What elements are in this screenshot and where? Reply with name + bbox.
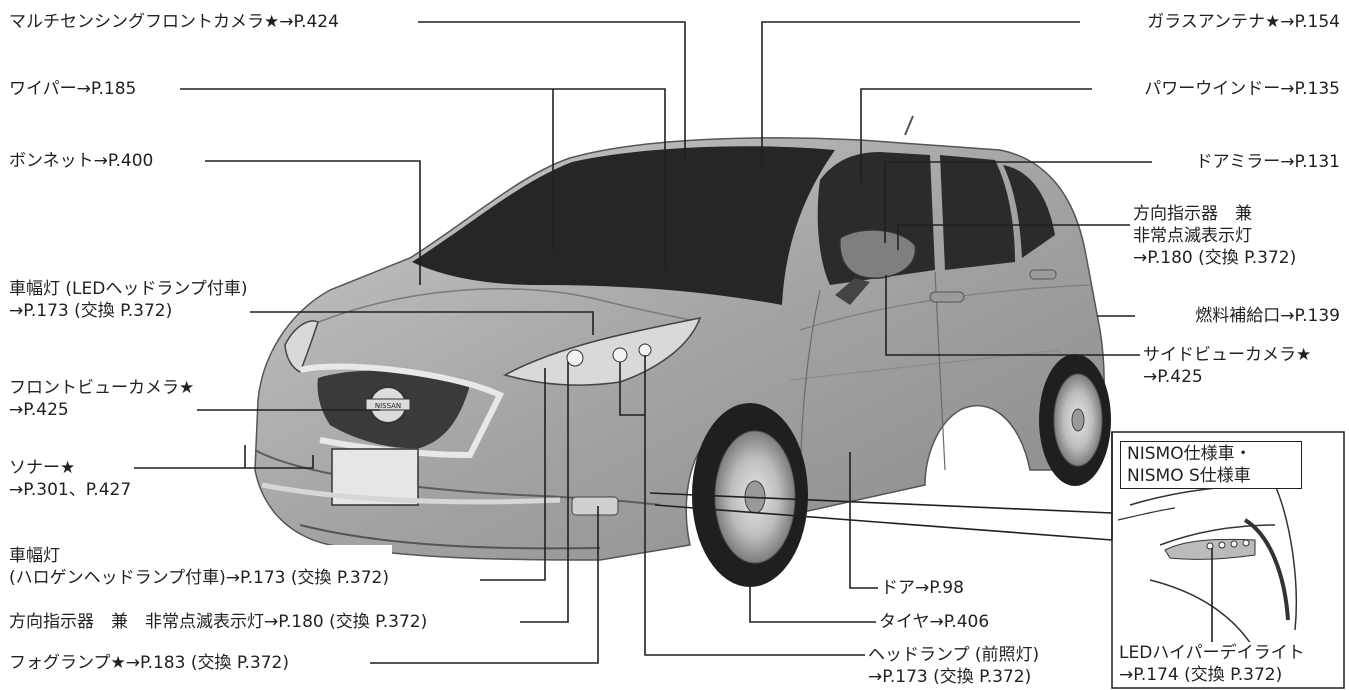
label-width-lamp-halogen: 車幅灯 (ハロゲンヘッドランプ付車)→P.173 (交換 P.372) [6,545,392,589]
label-led-daylight-line1: LEDハイパーデイライト [1119,643,1305,663]
label-turn-signal-mirror-line1: 方向指示器 兼 [1133,204,1252,224]
label-width-lamp-led: 車幅灯 (LEDヘッドランプ付車) →P.173 (交換 P.372) [6,278,251,322]
label-width-lamp-led-line1: 車幅灯 (LEDヘッドランプ付車) [9,279,248,299]
label-front-view-camera-line1: フロントビューカメラ★ [9,378,195,398]
label-fog-lamp: フォグランプ★→P.183 (交換 P.372) [6,652,292,674]
label-door-mirror: ドアミラー→P.131 [1192,151,1343,173]
label-width-lamp-halogen-line2: (ハロゲンヘッドランプ付車)→P.173 (交換 P.372) [9,568,389,588]
nismo-inset-title: NISMO仕様車・ NISMO S仕様車 [1120,441,1302,489]
label-width-lamp-led-line2: →P.173 (交換 P.372) [9,301,173,321]
label-turn-signal-mirror: 方向指示器 兼 非常点滅表示灯 →P.180 (交換 P.372) [1130,203,1300,269]
label-fuel-lid: 燃料補給口→P.139 [1192,305,1343,327]
label-headlamp: ヘッドランプ (前照灯) →P.173 (交換 P.372) [865,644,1043,688]
label-power-window: パワーウインドー→P.135 [1141,78,1343,100]
label-width-lamp-halogen-line1: 車幅灯 [9,546,60,566]
label-sonar-line2: →P.301、P.427 [9,480,132,500]
label-front-view-camera: フロントビューカメラ★ →P.425 [6,377,198,421]
label-turn-signal-mirror-line3: →P.180 (交換 P.372) [1133,248,1297,268]
label-sonar-line1: ソナー★ [9,458,76,478]
leader-lines [118,21,1213,664]
label-bonnet: ボンネット→P.400 [6,150,157,172]
label-side-view-camera: サイドビューカメラ★ →P.425 [1140,344,1315,388]
label-turn-signal-front: 方向指示器 兼 非常点滅表示灯→P.180 (交換 P.372) [6,611,431,633]
label-side-view-camera-line1: サイドビューカメラ★ [1143,345,1312,365]
label-sonar: ソナー★ →P.301、P.427 [6,457,135,501]
label-tire: タイヤ→P.406 [876,611,993,633]
nismo-inset-title-line1: NISMO仕様車・ [1127,444,1252,464]
label-front-view-camera-line2: →P.425 [9,400,69,420]
nissan-badge: NISSAN [375,402,401,410]
label-wiper: ワイパー→P.185 [6,78,140,100]
car-body: NISSAN [254,115,1111,587]
nismo-inset-title-line2: NISMO S仕様車 [1127,466,1251,486]
label-front-camera: マルチセンシングフロントカメラ★→P.424 [6,11,342,33]
label-led-daylight-line2: →P.174 (交換 P.372) [1119,665,1283,685]
label-side-view-camera-line2: →P.425 [1143,367,1203,387]
label-glass-antenna: ガラスアンテナ★→P.154 [1144,11,1343,33]
label-headlamp-line1: ヘッドランプ (前照灯) [868,645,1040,665]
label-turn-signal-mirror-line2: 非常点滅表示灯 [1133,226,1252,246]
label-door: ドア→P.98 [878,577,967,599]
label-led-daylight: LEDハイパーデイライト →P.174 (交換 P.372) [1116,642,1308,686]
label-headlamp-line2: →P.173 (交換 P.372) [868,667,1032,687]
